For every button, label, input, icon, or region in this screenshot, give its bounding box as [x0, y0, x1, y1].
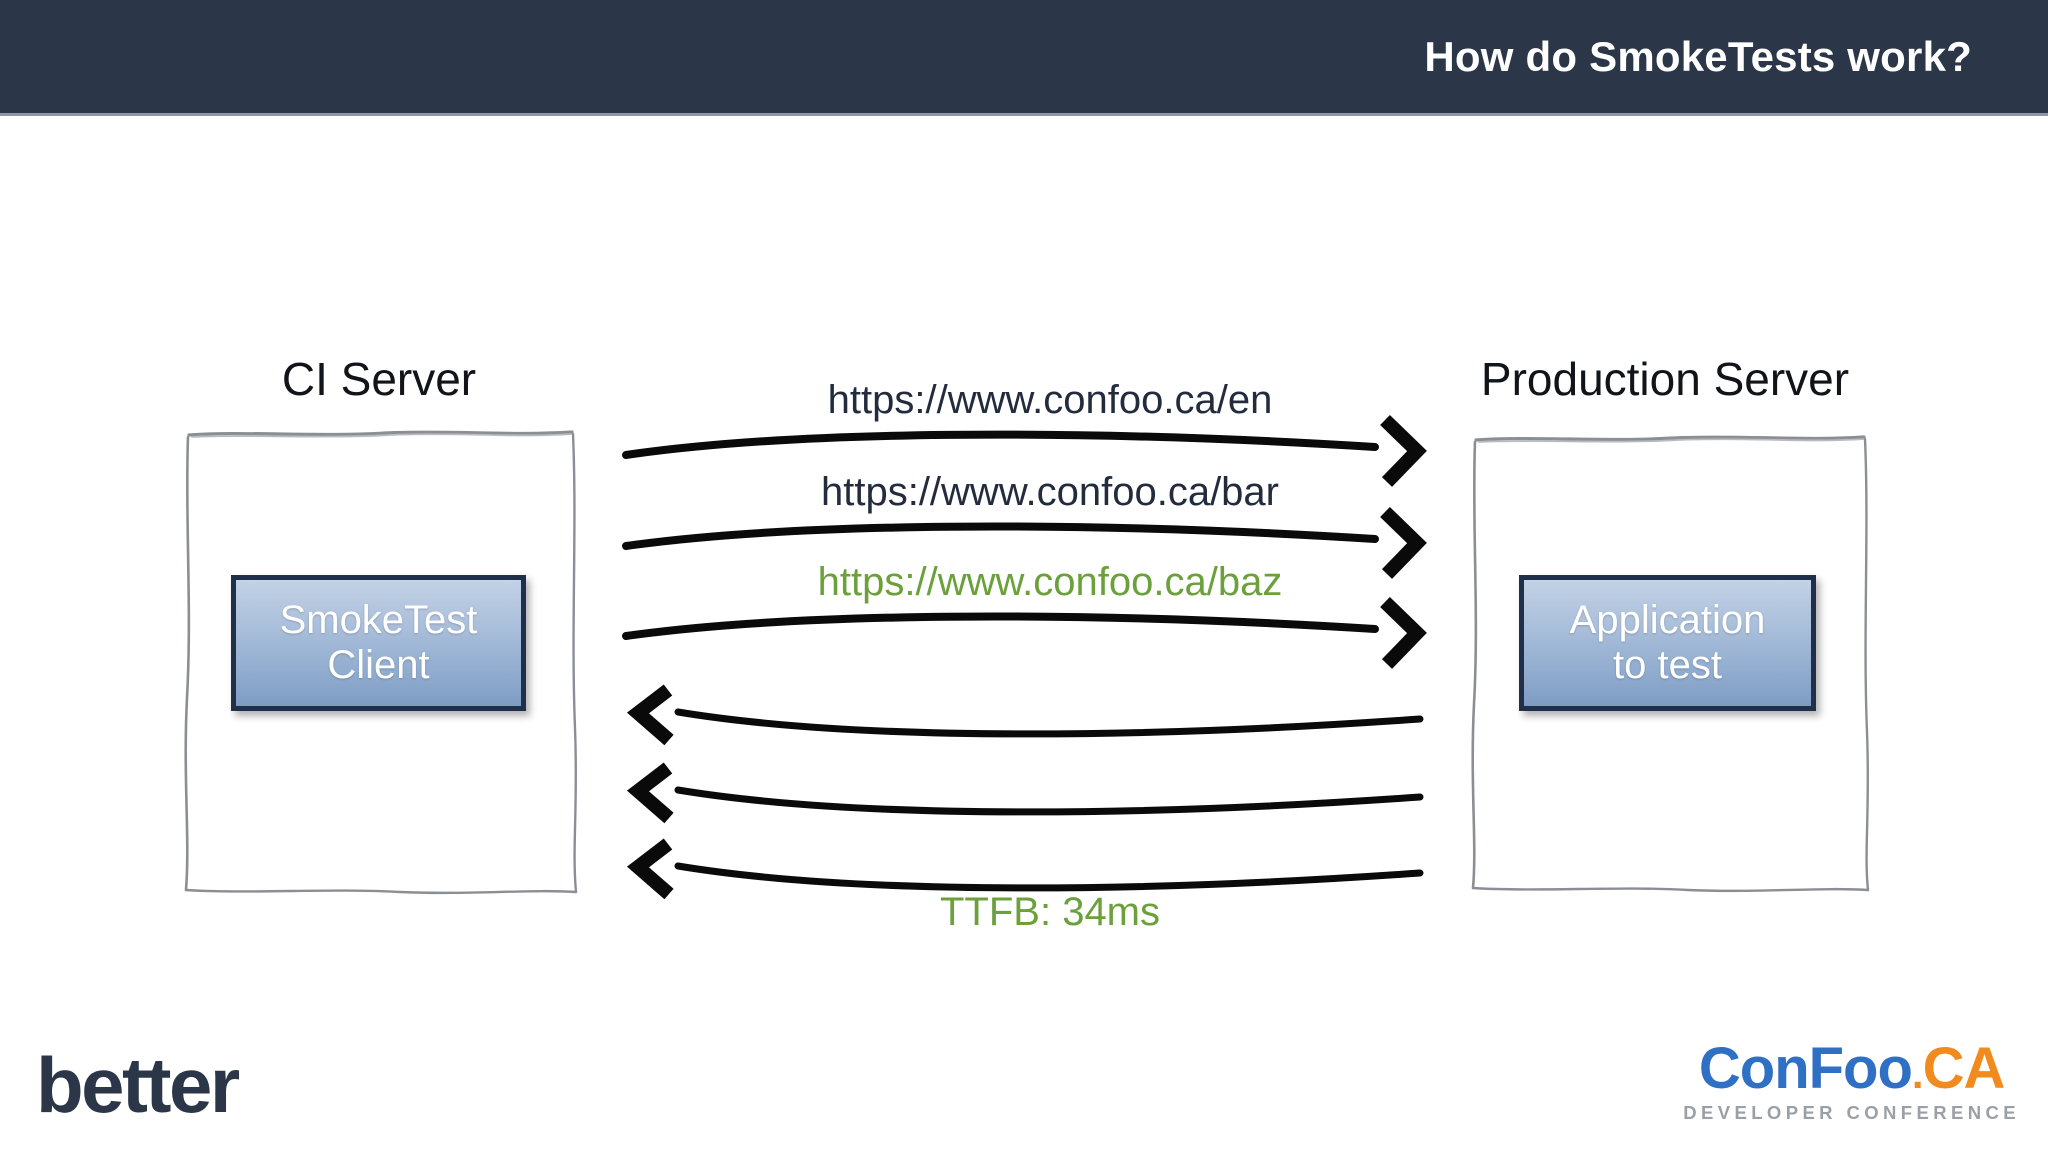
ci-server-boundary: [180, 428, 580, 896]
production-server-boundary: [1468, 432, 1872, 894]
confoo-logo: ConFoo.CA DEVELOPER CONFERENCE: [1683, 1040, 2020, 1123]
response-arrow-1: [626, 684, 1424, 746]
better-logo: better: [36, 1041, 240, 1129]
production-server-label: Production Server: [1480, 353, 1850, 405]
application-to-test-node[interactable]: Application to test: [1519, 575, 1816, 711]
response-arrow-2: [626, 762, 1424, 824]
confoo-dot: .: [1911, 1050, 1924, 1097]
slide-header: How do SmokeTests work?: [0, 0, 2048, 116]
request-arrow-3: [622, 596, 1427, 669]
request-url-1: https://www.confoo.ca/en: [827, 378, 1273, 422]
response-arrow-3: [626, 838, 1424, 900]
request-url-2: https://www.confoo.ca/bar: [820, 470, 1279, 514]
page-title: How do SmokeTests work?: [1424, 32, 1972, 80]
smoketest-client-node[interactable]: SmokeTest Client: [231, 575, 526, 711]
application-to-test-label: Application to test: [1569, 598, 1766, 687]
confoo-con-text: ConFoo: [1698, 1036, 1913, 1101]
ci-server-label: CI Server: [281, 353, 477, 405]
request-url-3: https://www.confoo.ca/baz: [817, 560, 1283, 604]
confoo-wordmark: ConFoo.CA: [1683, 1040, 2020, 1098]
ttfb-label: TTFB: 34ms: [939, 890, 1161, 934]
confoo-ca-text: CA: [1922, 1036, 2006, 1101]
confoo-tagline: DEVELOPER CONFERENCE: [1683, 1102, 2020, 1123]
smoketest-client-label: SmokeTest Client: [279, 598, 478, 687]
